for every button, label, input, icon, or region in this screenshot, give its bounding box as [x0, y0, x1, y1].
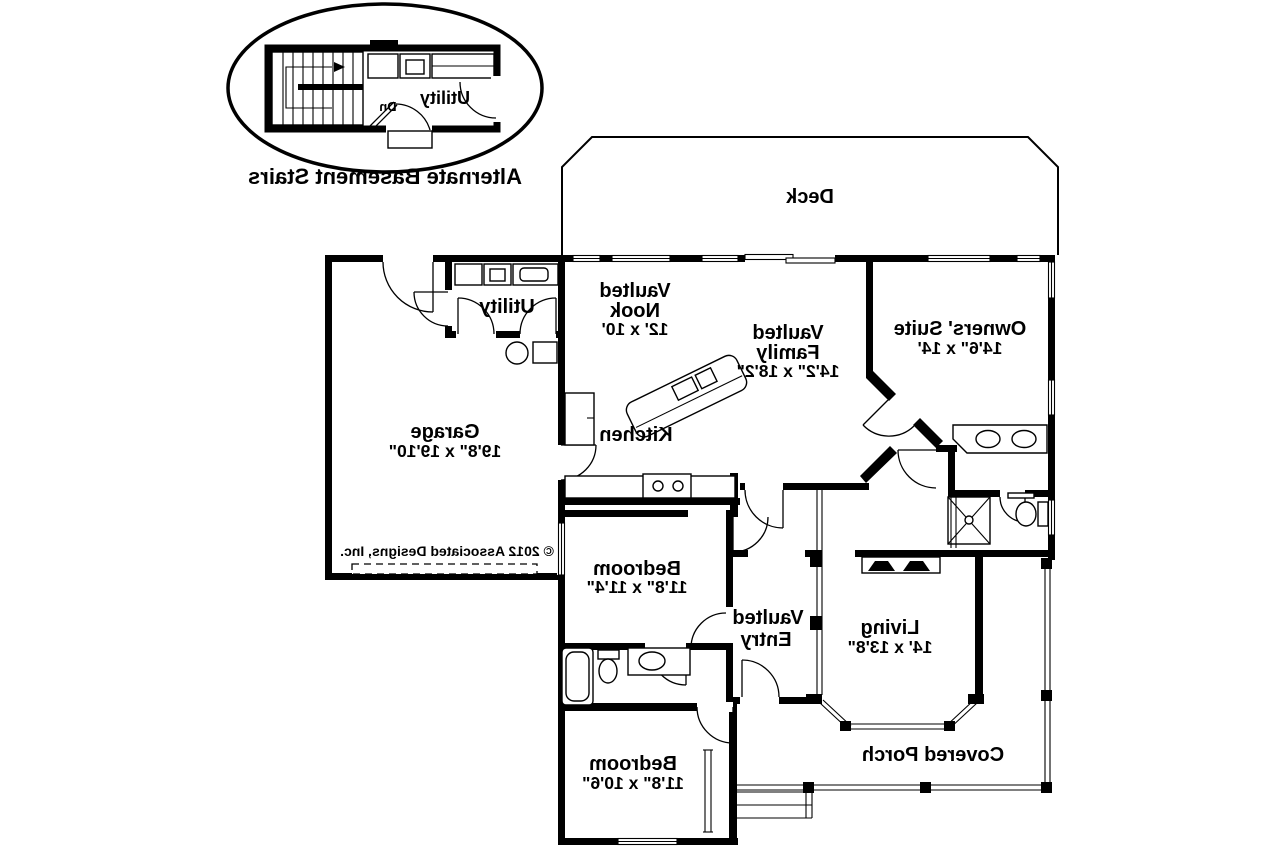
porch-post — [803, 782, 814, 793]
porch-post — [1041, 690, 1052, 701]
garage-dims: 19'8" x 19'10" — [389, 441, 502, 461]
toilet-2 — [1015, 501, 1037, 527]
water-heater — [505, 341, 529, 365]
hall-bathroom-fixtures — [561, 647, 691, 706]
dryer — [483, 263, 512, 286]
stair-direction-arrow — [334, 62, 345, 72]
family-prefix: Vaulted — [752, 322, 823, 344]
washer — [454, 263, 483, 286]
porch-post — [1041, 558, 1052, 569]
covered-porch: Covered Porch — [737, 558, 1052, 819]
entry-prefix: Vaulted — [732, 607, 803, 629]
room-labels: Vaulted Nook 12' x 10' Vaulted Family 14… — [340, 280, 1026, 793]
bay-window — [806, 694, 984, 731]
inset-utility-label: Utility — [420, 88, 470, 108]
living-dims: 14' x 13'8" — [848, 637, 933, 657]
family-dims: 14'2" x 18'2" — [737, 361, 840, 381]
nook-prefix: Vaulted — [599, 280, 670, 302]
utility-sink — [519, 267, 549, 282]
washer — [367, 53, 399, 79]
utility-label: Utility — [478, 296, 534, 318]
owners-suite-dims: 14'6" x 14' — [918, 338, 1003, 358]
toilet-tank — [597, 649, 620, 660]
deck: Deck — [561, 136, 1059, 255]
inset-caption: Alternate Basement Stairs — [248, 164, 522, 189]
bedroom-front-dims: 11'8" x 10'6" — [582, 773, 684, 793]
alternate-basement-stairs-inset: Utility Dn Alternate Basement Stairs — [226, 2, 544, 189]
toilet — [598, 658, 618, 684]
bedroom-mid-dims: 11'8" x 11'4" — [587, 577, 688, 597]
deck-label: Deck — [785, 186, 834, 208]
porch-post — [1041, 782, 1052, 793]
porch-label: Covered Porch — [862, 744, 1004, 766]
range — [642, 473, 692, 499]
nook-dims: 12' x 10' — [602, 319, 669, 339]
living-label: Living — [861, 617, 920, 639]
garage-appliance — [532, 341, 558, 364]
bathtub — [561, 647, 594, 706]
porch-post — [920, 782, 931, 793]
vanity-sink-2 — [1011, 429, 1037, 449]
stairs-down-label: Dn — [379, 99, 396, 114]
owners-suite-label: Owners' Suite — [894, 318, 1027, 340]
nook-label: Nook — [609, 300, 660, 322]
kitchen-fixtures — [564, 354, 748, 499]
garage-fixtures — [505, 341, 558, 365]
entry-label: Entry — [740, 629, 792, 651]
inset-stairs — [271, 51, 364, 126]
family-label: Family — [755, 342, 819, 364]
inset-doors — [367, 76, 502, 149]
kitchen-label: Kitchen — [599, 424, 672, 446]
windows — [557, 253, 1056, 846]
stair-landing — [387, 130, 433, 149]
hall-openings — [816, 490, 957, 695]
bedroom-front-label: Bedroom — [589, 753, 677, 775]
bedroom-mid-label: Bedroom — [593, 558, 681, 580]
porch-steps — [737, 791, 813, 819]
vanity-sink-1 — [975, 429, 1001, 449]
copyright-text: © 2012 Associated Designs, Inc. — [340, 543, 554, 559]
toilet-tank-2 — [1037, 501, 1049, 527]
inset-utility-fixtures — [367, 40, 495, 79]
bath-vanity — [627, 647, 691, 676]
inset-ellipse — [226, 2, 544, 174]
garage-door — [351, 563, 538, 575]
owners-bath-fixtures — [947, 424, 1049, 545]
garage-label: Garage — [411, 421, 480, 443]
wall-openings — [383, 254, 1025, 712]
kitchen-side-counter — [564, 392, 595, 446]
utility-fixtures — [454, 263, 559, 286]
bath-sink — [638, 651, 666, 671]
living-builtin — [861, 556, 941, 574]
